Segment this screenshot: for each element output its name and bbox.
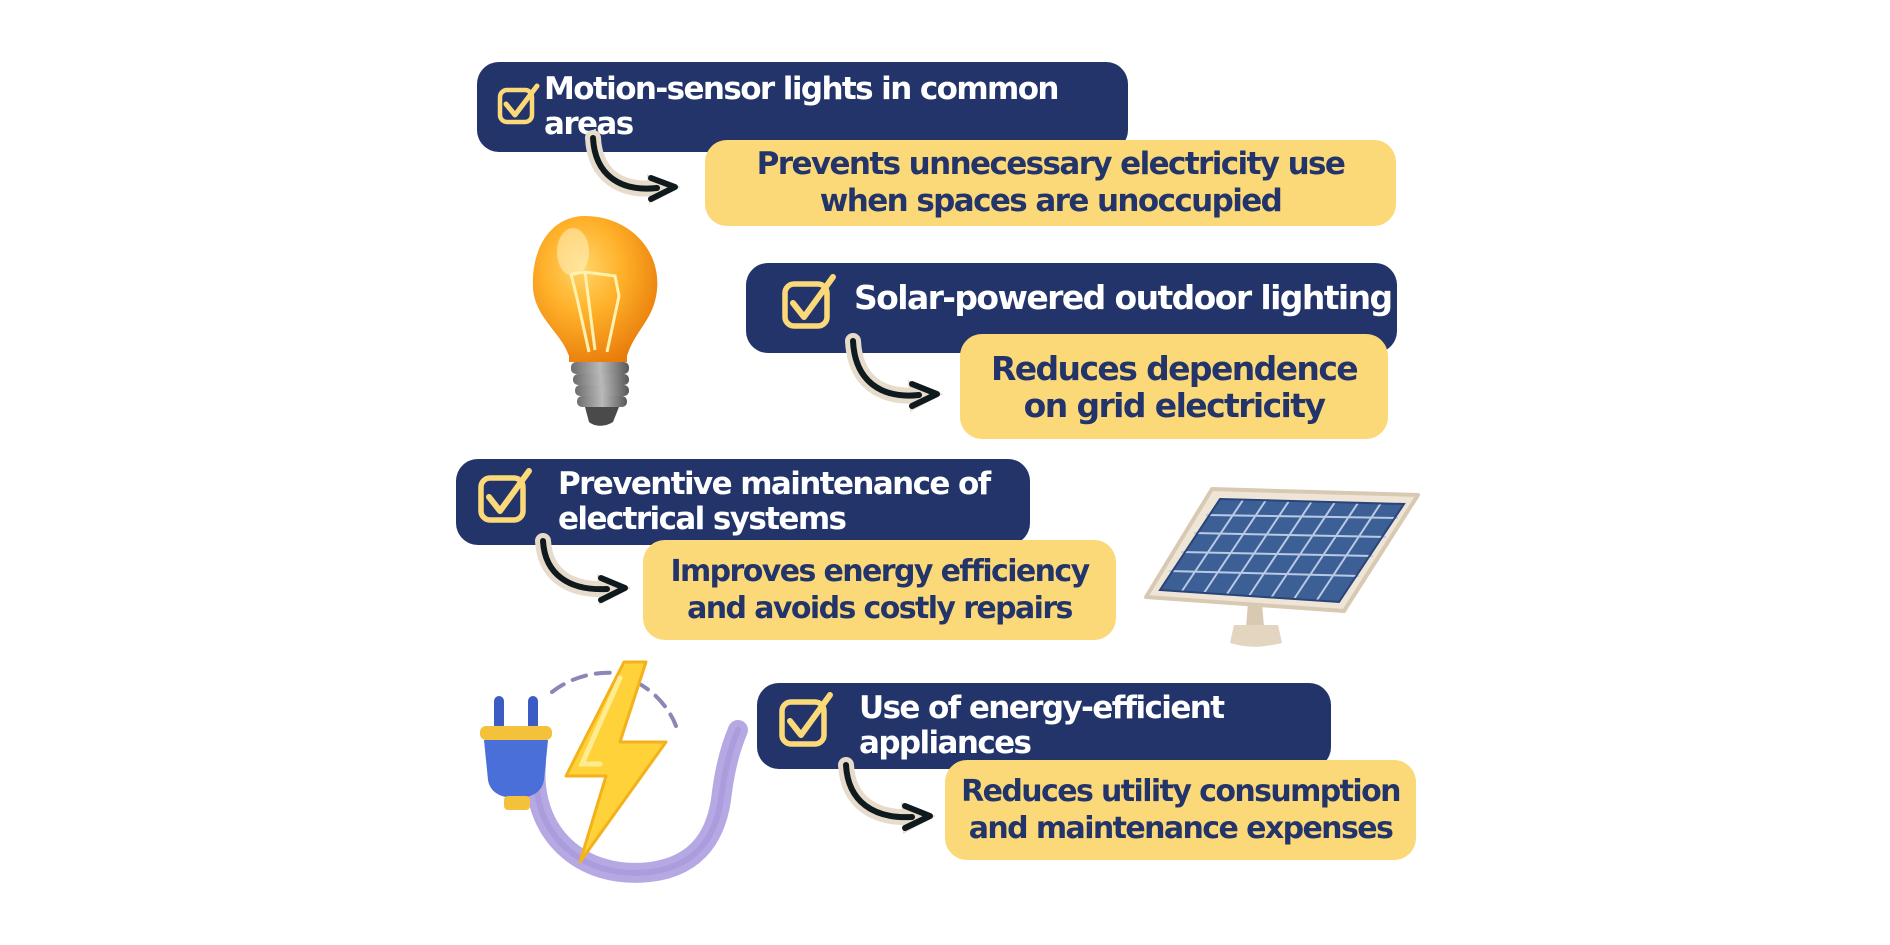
item-3-title-pill: Preventive maintenance of electrical sys… (456, 459, 1030, 545)
solar-panel-icon (1144, 487, 1420, 647)
item-2-benefit: Reduces dependence on grid electricity (990, 348, 1359, 425)
item-2-benefit-box: Reduces dependence on grid electricity (960, 334, 1388, 439)
checkbox-check-icon (779, 692, 833, 747)
checkbox-check-icon (782, 274, 836, 329)
item-3-benefit: Improves energy efficiency and avoids co… (670, 554, 1090, 626)
curved-arrow-icon (845, 333, 943, 412)
item-4-title-pill: Use of energy-efficient appliances (757, 683, 1331, 769)
checkbox-check-icon (497, 83, 540, 125)
item-3-title: Preventive maintenance of electrical sys… (558, 466, 991, 537)
curved-arrow-icon (838, 757, 936, 834)
item-1-benefit: Prevents unnecessary electricity use whe… (756, 146, 1346, 219)
item-3-benefit-box: Improves energy efficiency and avoids co… (643, 540, 1116, 640)
curved-arrow-icon (585, 130, 681, 204)
item-4-title: Use of energy-efficient appliances (859, 690, 1225, 761)
light-bulb-icon (532, 216, 658, 426)
curved-arrow-icon (535, 533, 631, 605)
item-1-title-pill: Motion-sensor lights in common areas (477, 62, 1128, 152)
item-4-benefit: Reduces utility consumption and maintena… (961, 774, 1401, 846)
item-1-title: Motion-sensor lights in common areas (544, 71, 1060, 142)
item-1-benefit-box: Prevents unnecessary electricity use whe… (705, 140, 1396, 226)
plug-lightning-icon (480, 660, 748, 883)
checkbox-check-icon (478, 468, 532, 523)
item-2-title: Solar-powered outdoor lighting (854, 277, 1393, 317)
item-4-benefit-box: Reduces utility consumption and maintena… (945, 760, 1416, 860)
